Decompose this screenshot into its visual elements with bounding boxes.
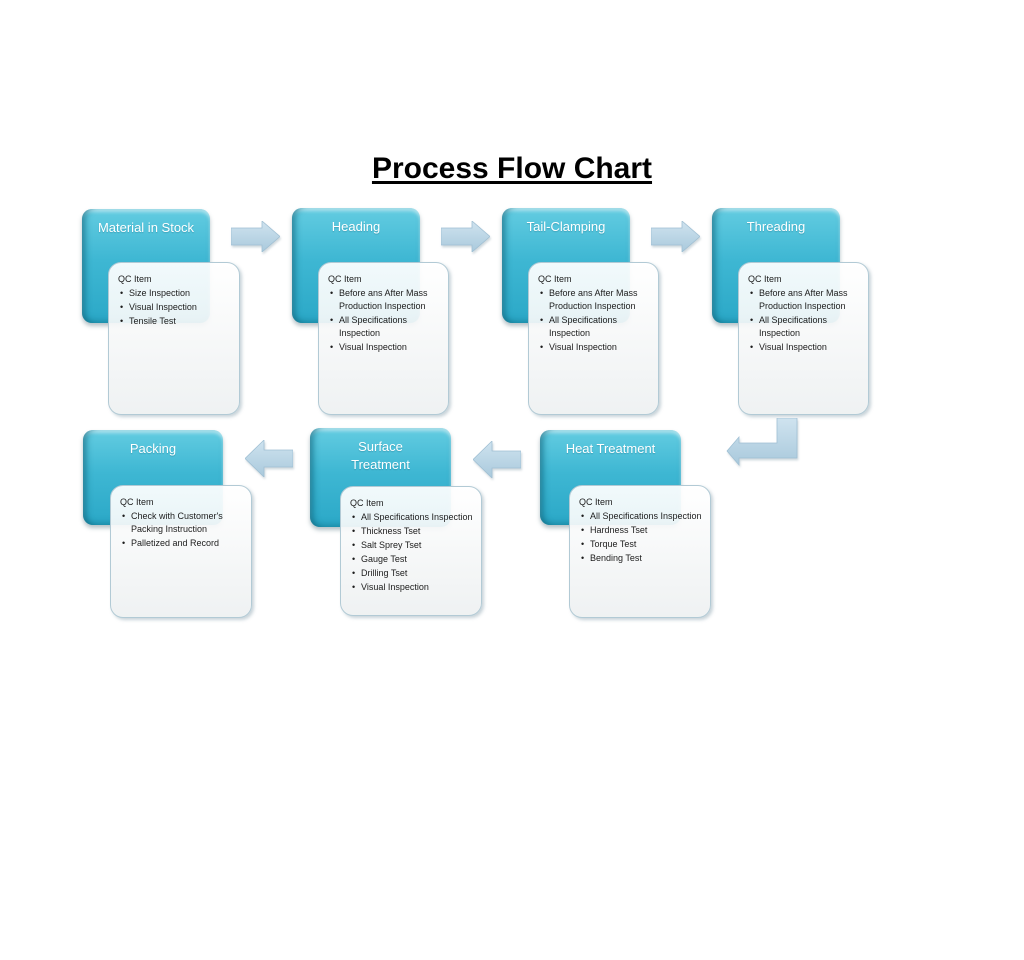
qc-item: Visual Inspection [748, 341, 862, 354]
qc-item: All Specifications Inspection [350, 511, 475, 524]
qc-item: All Specifications Inspection [748, 314, 862, 340]
qc-item: Hardness Tset [579, 524, 704, 537]
qc-item-list: All Specifications InspectionThickness T… [350, 511, 475, 594]
qc-label: QC Item [328, 274, 362, 284]
qc-item: All Specifications Inspection [328, 314, 442, 340]
step-title: Material in Stock [97, 220, 195, 235]
qc-item: All Specifications Inspection [538, 314, 652, 340]
arrow-right-icon [441, 221, 490, 252]
qc-label: QC Item [748, 274, 782, 284]
step-title: Heat Treatment [565, 441, 656, 456]
qc-label: QC Item [579, 497, 613, 507]
qc-item-list: Before ans After Mass Production Inspect… [538, 287, 652, 354]
qc-box: QC Item Before ans After Mass Production… [738, 262, 869, 415]
qc-label: QC Item [350, 498, 384, 508]
qc-item: Visual Inspection [538, 341, 652, 354]
qc-item: Check with Customer's Packing Instructio… [120, 510, 245, 536]
qc-box: QC Item Before ans After Mass Production… [528, 262, 659, 415]
qc-box: QC Item Check with Customer's Packing In… [110, 485, 252, 618]
arrow-left-icon [245, 440, 293, 477]
qc-item: Gauge Test [350, 553, 475, 566]
page-title: Process Flow Chart [371, 152, 653, 185]
step-title: Packing [129, 441, 177, 456]
qc-label: QC Item [118, 274, 152, 284]
qc-item-list: Check with Customer's Packing Instructio… [120, 510, 245, 550]
qc-item-list: All Specifications InspectionHardness Ts… [579, 510, 704, 565]
qc-item: Size Inspection [118, 287, 233, 300]
qc-item-list: Before ans After Mass Production Inspect… [748, 287, 862, 354]
arrow-left-icon [473, 441, 521, 478]
qc-item: Before ans After Mass Production Inspect… [538, 287, 652, 313]
qc-item: Before ans After Mass Production Inspect… [328, 287, 442, 313]
qc-item: Bending Test [579, 552, 704, 565]
qc-item-list: Before ans After Mass Production Inspect… [328, 287, 442, 354]
qc-item: Drilling Tset [350, 567, 475, 580]
step-title: Heading [331, 219, 381, 234]
qc-label: QC Item [538, 274, 572, 284]
qc-item: Salt Sprey Tset [350, 539, 475, 552]
qc-item-list: Size InspectionVisual InspectionTensile … [118, 287, 233, 328]
qc-box: QC Item Size InspectionVisual Inspection… [108, 262, 240, 415]
qc-item: All Specifications Inspection [579, 510, 704, 523]
qc-item: Visual Inspection [350, 581, 475, 594]
qc-label: QC Item [120, 497, 154, 507]
qc-box: QC Item All Specifications InspectionThi… [340, 486, 482, 616]
step-title: Threading [746, 219, 806, 234]
qc-box: QC Item All Specifications InspectionHar… [569, 485, 711, 618]
qc-item: Palletized and Record [120, 537, 245, 550]
qc-item: Tensile Test [118, 315, 233, 328]
arrow-right-icon [231, 221, 280, 252]
arrow-right-icon [651, 221, 700, 252]
step-title: Tail-Clamping [526, 219, 606, 234]
qc-item: Visual Inspection [118, 301, 233, 314]
qc-item: Visual Inspection [328, 341, 442, 354]
qc-item: Torque Test [579, 538, 704, 551]
step-title: Surface Treatment [351, 439, 410, 472]
arrow-elbow-down-left-icon [726, 418, 798, 467]
qc-box: QC Item Before ans After Mass Production… [318, 262, 449, 415]
qc-item: Thickness Tset [350, 525, 475, 538]
qc-item: Before ans After Mass Production Inspect… [748, 287, 862, 313]
